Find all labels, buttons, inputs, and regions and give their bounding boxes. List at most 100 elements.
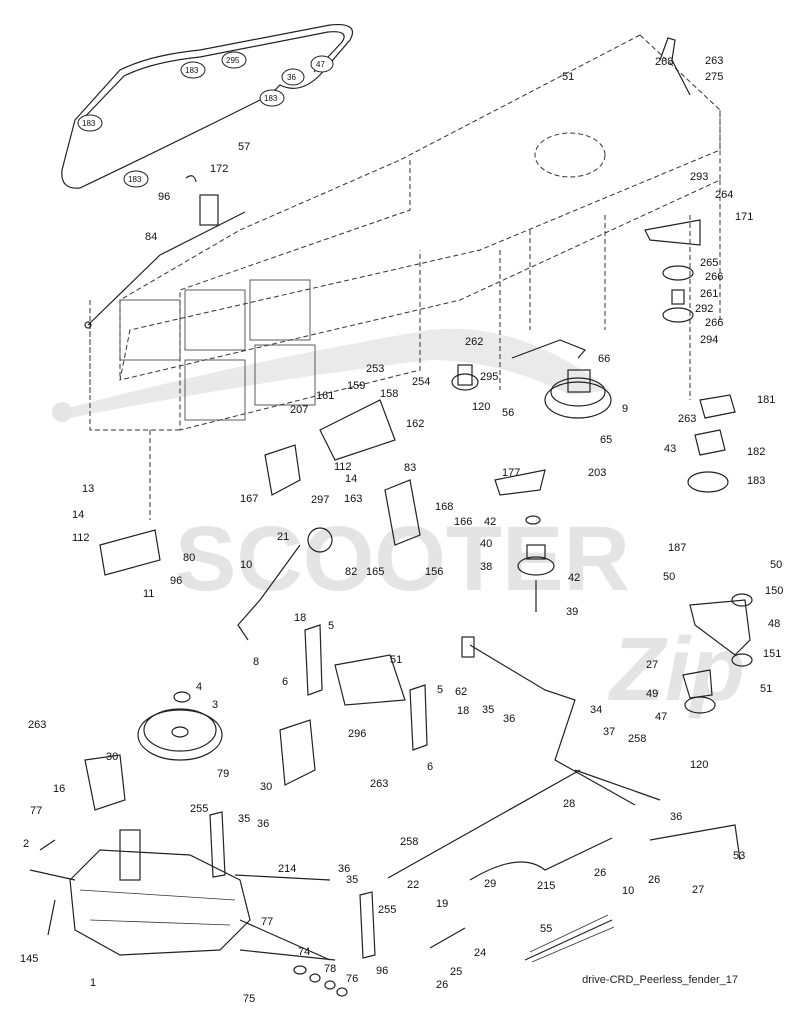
callout: 10 (622, 885, 634, 897)
drive-belt (61, 23, 354, 189)
callout: 96 (170, 575, 182, 587)
bracket-30-center (279, 719, 316, 786)
callout: 112 (72, 532, 90, 544)
callout: 42 (568, 572, 580, 584)
callout: 35 (482, 704, 494, 716)
belt-ring-labels: 183 295 47 36 183 183 183 (77, 51, 334, 188)
svg-text:295: 295 (226, 56, 240, 65)
callout: 263 (28, 719, 46, 731)
callout: 168 (435, 501, 453, 513)
callout: 30 (106, 751, 118, 763)
pedal-rod-34 (461, 636, 636, 806)
callout: 203 (588, 467, 606, 479)
callout: 74 (298, 946, 310, 958)
callout: 183 (747, 475, 765, 487)
callout: 66 (598, 353, 610, 365)
callout: 16 (53, 783, 65, 795)
idler-stack-right (644, 219, 701, 323)
callout: 34 (590, 704, 602, 716)
callout: 96 (158, 191, 170, 203)
idler-pulley-center (451, 364, 479, 391)
callout: 29 (484, 878, 496, 890)
callout: 36 (503, 713, 515, 725)
callout: 177 (502, 467, 520, 479)
callout: 25 (450, 966, 462, 978)
callout: 78 (324, 963, 336, 975)
callout: 48 (768, 618, 780, 630)
callout: 22 (407, 879, 419, 891)
callout: 182 (747, 446, 765, 458)
callout: 263 (678, 413, 696, 425)
callout: 84 (145, 231, 157, 243)
spring-25 (429, 927, 466, 949)
callout: 65 (600, 434, 612, 446)
callout: 42 (484, 516, 496, 528)
callout: 19 (436, 898, 448, 910)
belt-guide-268 (659, 37, 691, 96)
callout: 26 (594, 867, 606, 879)
callout: 145 (20, 953, 38, 965)
callout: 264 (715, 189, 733, 201)
idler-pulley-183 (687, 394, 736, 493)
callout: 79 (217, 768, 229, 780)
frame-outline (89, 34, 721, 520)
lift-lever-8 (237, 527, 333, 641)
callout: 150 (765, 585, 783, 597)
callout: 254 (412, 376, 430, 388)
rod-22 (387, 769, 581, 879)
callout: 265 (700, 257, 718, 269)
callout: 35 (238, 813, 250, 825)
callout: 263 (705, 55, 723, 67)
callout: 39 (566, 606, 578, 618)
callout: 158 (380, 388, 398, 400)
callout: 214 (278, 863, 296, 875)
callout: 296 (348, 728, 366, 740)
callout: 266 (705, 317, 723, 329)
callout: 55 (540, 923, 552, 935)
callout: 258 (628, 733, 646, 745)
callout: 49 (646, 688, 658, 700)
callout: 295 (480, 371, 498, 383)
callout: 75 (243, 993, 255, 1005)
callout: 35 (346, 874, 358, 886)
rod-bracket (185, 175, 219, 226)
callout: 30 (260, 781, 272, 793)
callout: 294 (700, 334, 718, 346)
callout: 263 (370, 778, 388, 790)
callout: 253 (366, 363, 384, 375)
callout: 151 (763, 648, 781, 660)
callout: 27 (692, 884, 704, 896)
svg-text:36: 36 (287, 73, 296, 82)
transaxle (29, 829, 331, 961)
svg-text:183: 183 (128, 175, 142, 184)
callout: 8 (253, 656, 259, 668)
callout: 28 (563, 798, 575, 810)
callout: 156 (425, 566, 443, 578)
callout: 24 (474, 947, 486, 959)
callout: 62 (455, 686, 467, 698)
washers-75 (293, 965, 348, 997)
callout: 53 (733, 850, 745, 862)
callout: 36 (338, 863, 350, 875)
callout: 268 (655, 56, 673, 68)
callout: 266 (705, 271, 723, 283)
svg-text:183: 183 (82, 119, 96, 128)
callout: 57 (238, 141, 250, 153)
fastener-spring-2 (39, 839, 56, 851)
callout: 36 (257, 818, 269, 830)
transmission-pulley (137, 691, 223, 761)
callout: 36 (670, 811, 682, 823)
callout: 5 (437, 684, 443, 696)
callout: 112 (334, 461, 352, 473)
callout-labels: 57 96 172 84 51 268 263 275 293 264 171 … (20, 55, 783, 1005)
callout: 292 (695, 303, 713, 315)
callout: 18 (294, 612, 306, 624)
callout: 83 (404, 462, 416, 474)
callout: 13 (82, 483, 94, 495)
callout: 171 (735, 211, 753, 223)
svg-text:183: 183 (185, 66, 199, 75)
callout: 120 (472, 401, 490, 413)
callout: 21 (277, 531, 289, 543)
callout: 50 (770, 559, 782, 571)
callout: 120 (690, 759, 708, 771)
